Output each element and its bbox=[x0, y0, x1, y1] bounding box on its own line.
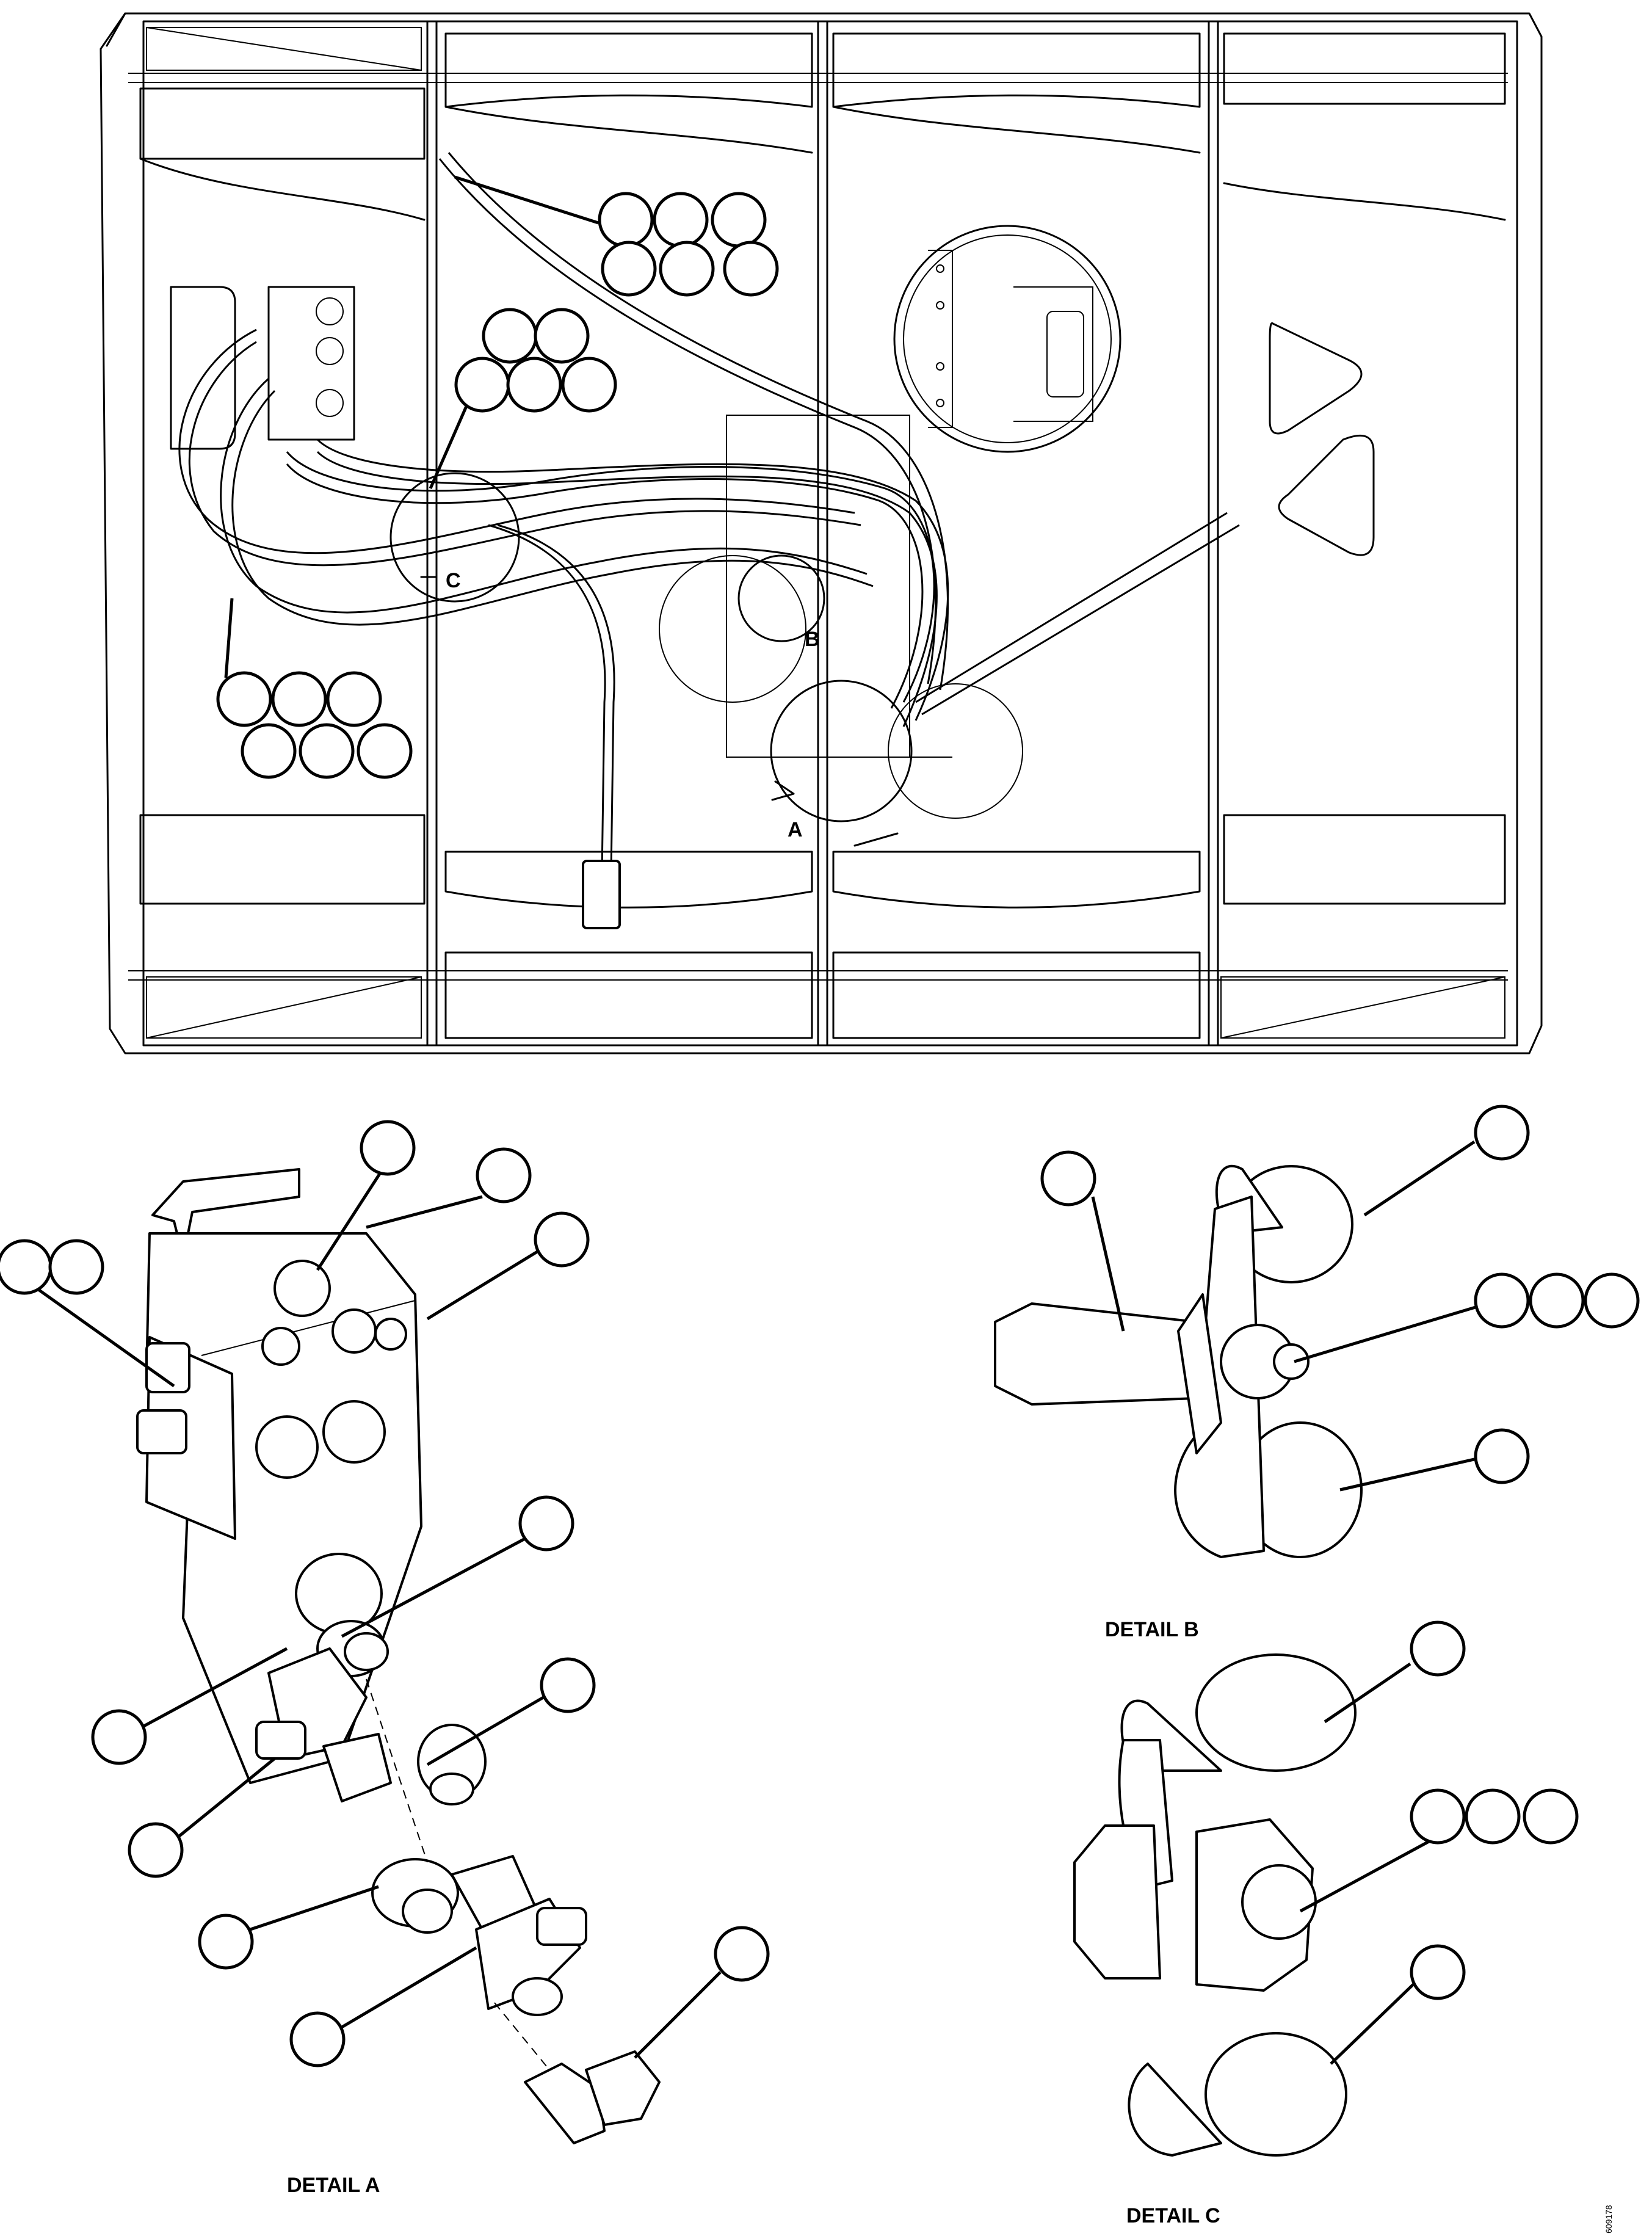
machine-frame-top-view bbox=[100, 12, 1543, 1054]
detail-callout-circles bbox=[389, 472, 913, 847]
detail-c-clamp-assembly bbox=[1073, 1620, 1579, 2157]
detail-a-valve-assembly bbox=[0, 1120, 770, 2144]
callout-letter-b: B bbox=[805, 628, 820, 651]
detail-b-clamp-assembly bbox=[994, 1105, 1640, 1558]
caption-detail-c: DETAIL C bbox=[1126, 2204, 1220, 2227]
callout-letter-a: A bbox=[788, 818, 803, 841]
top-view-item-balloons bbox=[216, 175, 779, 779]
callout-letter-c: C bbox=[446, 569, 461, 592]
caption-detail-b: DETAIL B bbox=[1105, 1618, 1199, 1641]
valve-block-top-view bbox=[267, 286, 355, 441]
hydraulic-hoses bbox=[178, 152, 1240, 929]
document-number: 609178 bbox=[1604, 2205, 1614, 2234]
caption-detail-a: DETAIL A bbox=[287, 2174, 380, 2197]
